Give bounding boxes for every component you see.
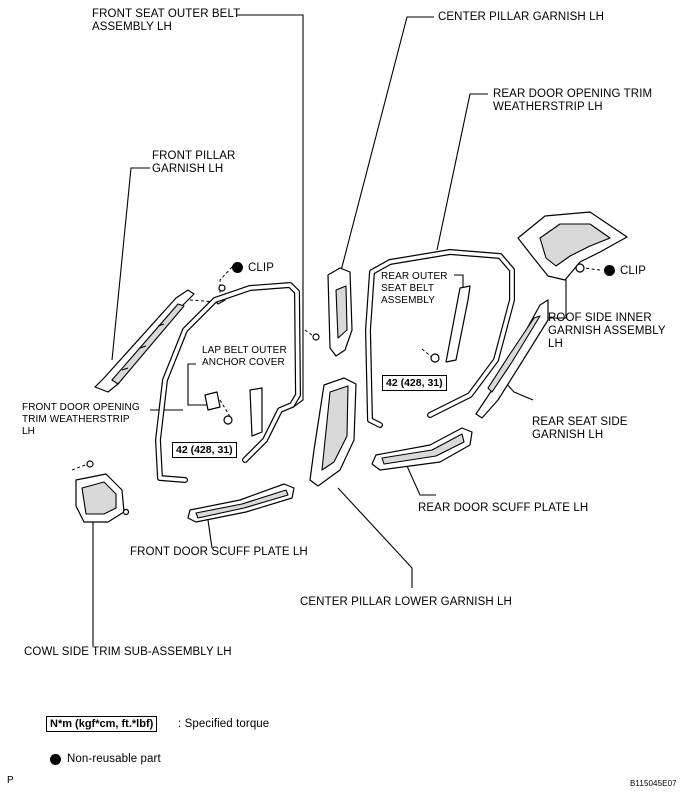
torque-spec-front: 42 (428, 31) [172,442,237,458]
footer-figure-id: B115045E07 [630,779,677,788]
rear-door-weatherstrip-part [365,249,515,428]
label-center-pillar-lower-garnish: CENTER PILLAR LOWER GARNISH LH [300,596,512,608]
roof-side-inner-garnish-part [517,211,628,281]
label-lap-belt-outer-anchor: LAP BELT OUTER ANCHOR COVER [202,345,287,368]
front-door-scuff-plate-part [187,483,295,523]
front-door-weatherstrip-part [155,282,301,483]
label-roof-side-inner-garnish: ROOF SIDE INNER GARNISH ASSEMBLY LH [548,312,666,350]
label-clip-right: CLIP [620,265,646,277]
torque-spec-rear: 42 (428, 31) [382,375,447,391]
label-front-seat-outer-belt: FRONT SEAT OUTER BELT ASSEMBLY LH [92,8,241,33]
label-rear-door-opening-trim: REAR DOOR OPENING TRIM WEATHERSTRIP LH [493,88,653,113]
label-clip-left: CLIP [248,262,274,274]
cowl-side-trim-part [75,460,130,523]
center-pillar-garnish-part [312,267,353,357]
legend-nonreusable-text: Non-reusable part [67,753,161,765]
label-front-door-opening-trim: FRONT DOOR OPENING TRIM WEATHERSTRIP LH [22,402,140,437]
label-rear-door-scuff-plate: REAR DOOR SCUFF PLATE LH [418,502,589,514]
label-rear-outer-seat-belt: REAR OUTER SEAT BELT ASSEMBLY [381,271,448,306]
nonreusable-dot-icon [604,265,615,276]
legend-torque-text: : Specified torque [178,718,270,730]
label-front-door-scuff-plate: FRONT DOOR SCUFF PLATE LH [130,546,308,558]
label-rear-seat-side-garnish: REAR SEAT SIDE GARNISH LH [532,416,628,441]
label-cowl-side-trim: COWL SIDE TRIM SUB-ASSEMBLY LH [24,646,232,658]
legend-nonreusable-dot-icon [50,754,61,765]
label-center-pillar-garnish: CENTER PILLAR GARNISH LH [438,11,604,23]
legend-torque-box: N*m (kgf*cm, ft.*lbf) [46,716,158,732]
footer-left-code: P [7,775,14,786]
center-pillar-lower-garnish-part [309,377,357,487]
nonreusable-dot-icon [232,262,243,273]
rear-seat-side-garnish-part [475,299,549,419]
label-front-pillar-garnish: FRONT PILLAR GARNISH LH [152,150,236,175]
rear-door-scuff-plate-part [371,427,473,471]
leader-lines [71,14,601,646]
front-pillar-garnish-part [94,284,226,393]
